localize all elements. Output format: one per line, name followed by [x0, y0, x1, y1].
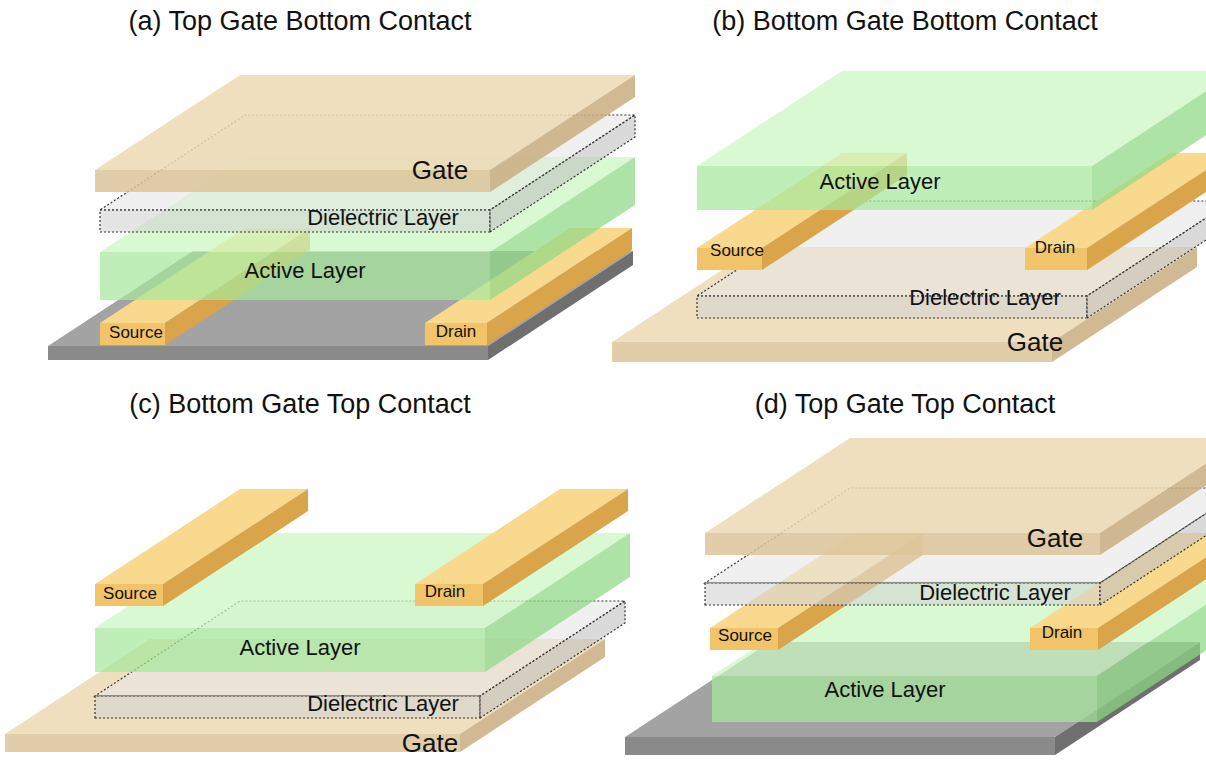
elec-slab — [415, 489, 628, 606]
layer-label: Active Layer — [824, 678, 945, 702]
gate-slab — [95, 75, 635, 192]
layer-label: Dielectric Layer — [307, 206, 459, 230]
slab-front — [5, 734, 460, 752]
gate-slab — [705, 438, 1206, 555]
layer-label: Dielectric Layer — [307, 692, 459, 716]
layer-label: Gate — [402, 729, 458, 758]
electrode-label: Drain — [1035, 239, 1076, 258]
slab-front — [712, 676, 1097, 722]
slab-front — [625, 737, 1055, 755]
layer-label: Dielectric Layer — [919, 581, 1071, 605]
electrode-label: Source — [718, 627, 772, 646]
electrode-label: Source — [103, 585, 157, 604]
slab-side — [1100, 438, 1206, 555]
layer-label: Gate — [1027, 524, 1083, 553]
panel-title: (c) Bottom Gate Top Contact — [129, 390, 471, 420]
layer-label: Gate — [1007, 328, 1063, 357]
panel-title: (b) Bottom Gate Bottom Contact — [712, 7, 1098, 37]
panel-title: (a) Top Gate Bottom Contact — [128, 7, 471, 37]
electrode-label: Drain — [425, 583, 466, 602]
slab-side — [163, 489, 308, 606]
layer-label: Active Layer — [244, 259, 365, 283]
layer-label: Gate — [412, 156, 468, 185]
electrode-label: Drain — [1042, 624, 1083, 643]
slab-side — [1092, 71, 1206, 210]
layer-label: Dielectric Layer — [909, 286, 1061, 310]
layer-label: Active Layer — [239, 636, 360, 660]
slab-front — [95, 584, 163, 606]
slab-front — [425, 323, 487, 345]
electrode-label: Source — [710, 242, 764, 261]
slab-front — [48, 346, 488, 360]
slab-front — [697, 166, 1092, 210]
layer-label: Active Layer — [819, 170, 940, 194]
slab-top — [95, 75, 635, 170]
slab-front — [100, 323, 165, 345]
electrode-label: Source — [109, 324, 163, 343]
electrode-label: Drain — [436, 323, 477, 342]
slab-front — [612, 342, 1052, 362]
slab-side — [483, 489, 628, 606]
act-slab — [697, 71, 1206, 210]
panel-title: (d) Top Gate Top Contact — [755, 390, 1056, 420]
slab-side — [490, 75, 635, 192]
slab-front — [95, 628, 485, 672]
slab-front — [100, 252, 490, 300]
elec-slab — [95, 489, 308, 606]
